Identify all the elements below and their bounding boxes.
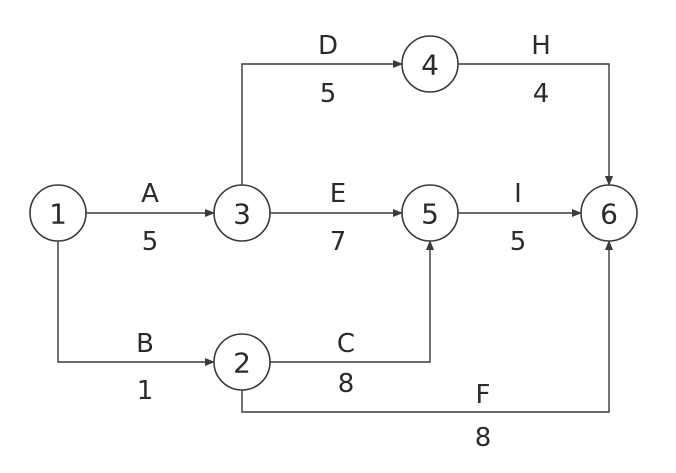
- activity-F-name: F: [476, 380, 491, 410]
- edge-F: [241, 240, 613, 413]
- edge-B: [57, 241, 215, 366]
- node-4: 4: [401, 35, 459, 93]
- node-6-label: 6: [600, 198, 618, 231]
- node-5: 5: [401, 184, 459, 242]
- node-5-label: 5: [421, 198, 439, 231]
- activity-I-name: I: [514, 179, 522, 209]
- edge-D: [241, 60, 403, 185]
- activity-D-duration: 5: [320, 79, 337, 109]
- activity-I-duration: 5: [510, 227, 527, 257]
- node-2: 2: [213, 333, 271, 391]
- activity-E-duration: 7: [330, 227, 347, 257]
- activity-A-name: A: [141, 179, 159, 209]
- activity-E-name: E: [330, 179, 346, 209]
- node-1-label: 1: [49, 198, 67, 231]
- nodes: 1 2 3 4 5 6: [29, 35, 638, 391]
- edge-C: [270, 240, 434, 363]
- edge-H: [458, 63, 613, 186]
- node-3: 3: [213, 184, 271, 242]
- activity-C-duration: 8: [338, 369, 355, 399]
- activity-B-name: B: [136, 329, 154, 359]
- activity-H-duration: 4: [533, 79, 550, 109]
- activity-F-duration: 8: [475, 423, 492, 453]
- activity-C-name: C: [337, 329, 355, 359]
- activity-D-name: D: [318, 31, 338, 61]
- node-1: 1: [29, 184, 87, 242]
- node-6: 6: [580, 184, 638, 242]
- activity-H-name: H: [531, 31, 551, 61]
- edges: [57, 60, 613, 413]
- node-4-label: 4: [421, 49, 439, 82]
- node-3-label: 3: [233, 198, 251, 231]
- activity-A-duration: 5: [142, 227, 159, 257]
- activity-labels: A 5 B 1 C 8 D 5 E 7 F 8 H 4 I 5: [136, 31, 551, 453]
- activity-B-duration: 1: [137, 376, 154, 406]
- node-2-label: 2: [233, 347, 251, 380]
